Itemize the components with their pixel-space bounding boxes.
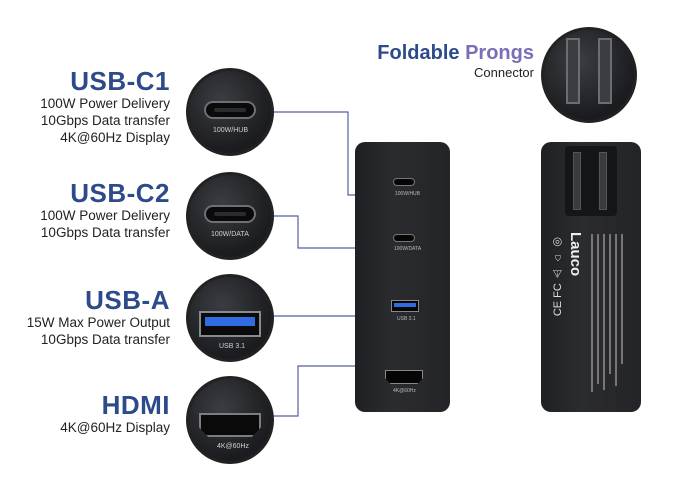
front-usb-c1-icon: [393, 178, 415, 186]
usb-c1-line-3: 4K@60Hz Display: [60, 130, 170, 145]
prong-icon: [573, 152, 581, 210]
prongs-subtitle: Connector: [474, 65, 534, 80]
usb-a-closeup: USB 3.1: [186, 274, 274, 362]
front-hdmi-label: 4K@60Hz: [393, 388, 416, 394]
charger-front: 100W/HUB 100W/DATA USB 3.1 4K@60Hz: [355, 142, 450, 412]
usb-c1-line-1: 100W Power Delivery: [40, 96, 170, 111]
certification-marks: CE FC ⚠ ⌂ ◎: [552, 236, 564, 317]
front-usb-a-icon: [391, 300, 419, 312]
usb-c2-line-2: 10Gbps Data transfer: [40, 225, 170, 240]
front-usb-c1-label: 100W/HUB: [395, 191, 421, 197]
charger-back: CE FC ⚠ ⌂ ◎ Lauco: [541, 142, 641, 412]
usb-c1-title: USB-C1: [70, 66, 170, 96]
brand-logo: Lauco: [567, 232, 584, 277]
front-usb-c2-icon: [393, 234, 415, 242]
hdmi-closeup: 4K@60Hz: [186, 376, 274, 464]
usb-a-line-2: 10Gbps Data transfer: [40, 332, 170, 347]
prongs-closeup: [541, 27, 637, 123]
prong-icon: [598, 38, 612, 104]
usb-c2-title: USB-C2: [70, 178, 170, 208]
usb-a-port-icon: [199, 311, 261, 337]
usb-a-line-1: 15W Max Power Output: [26, 315, 170, 330]
hdmi-title: HDMI: [101, 390, 170, 420]
hdmi-port-label: 4K@60Hz: [217, 443, 250, 450]
hdmi-port-icon: [199, 413, 261, 437]
usb-c2-port-label: 100W/DATA: [211, 231, 249, 238]
usb-c1-line-2: 10Gbps Data transfer: [40, 113, 170, 128]
front-usb-c2-label: 100W/DATA: [394, 246, 422, 252]
hdmi-line-1: 4K@60Hz Display: [60, 420, 170, 435]
usb-c-port-icon: [204, 101, 256, 119]
usb-c-port-icon: [204, 205, 256, 223]
front-hdmi-icon: [385, 370, 423, 384]
usb-c1-closeup: 100W/HUB: [186, 68, 274, 156]
prong-recess: [565, 146, 617, 216]
usb-a-port-label: USB 3.1: [219, 343, 246, 350]
front-usb-a-label: USB 3.1: [397, 316, 416, 322]
usb-c1-port-label: 100W/HUB: [213, 127, 249, 134]
prongs-title: Foldable Prongs: [377, 42, 534, 64]
spec-print: [589, 234, 633, 394]
prong-icon: [566, 38, 580, 104]
usb-a-title: USB-A: [85, 285, 170, 315]
usb-c2-closeup: 100W/DATA: [186, 172, 274, 260]
prong-icon: [599, 152, 607, 210]
usb-c2-line-1: 100W Power Delivery: [40, 208, 170, 223]
